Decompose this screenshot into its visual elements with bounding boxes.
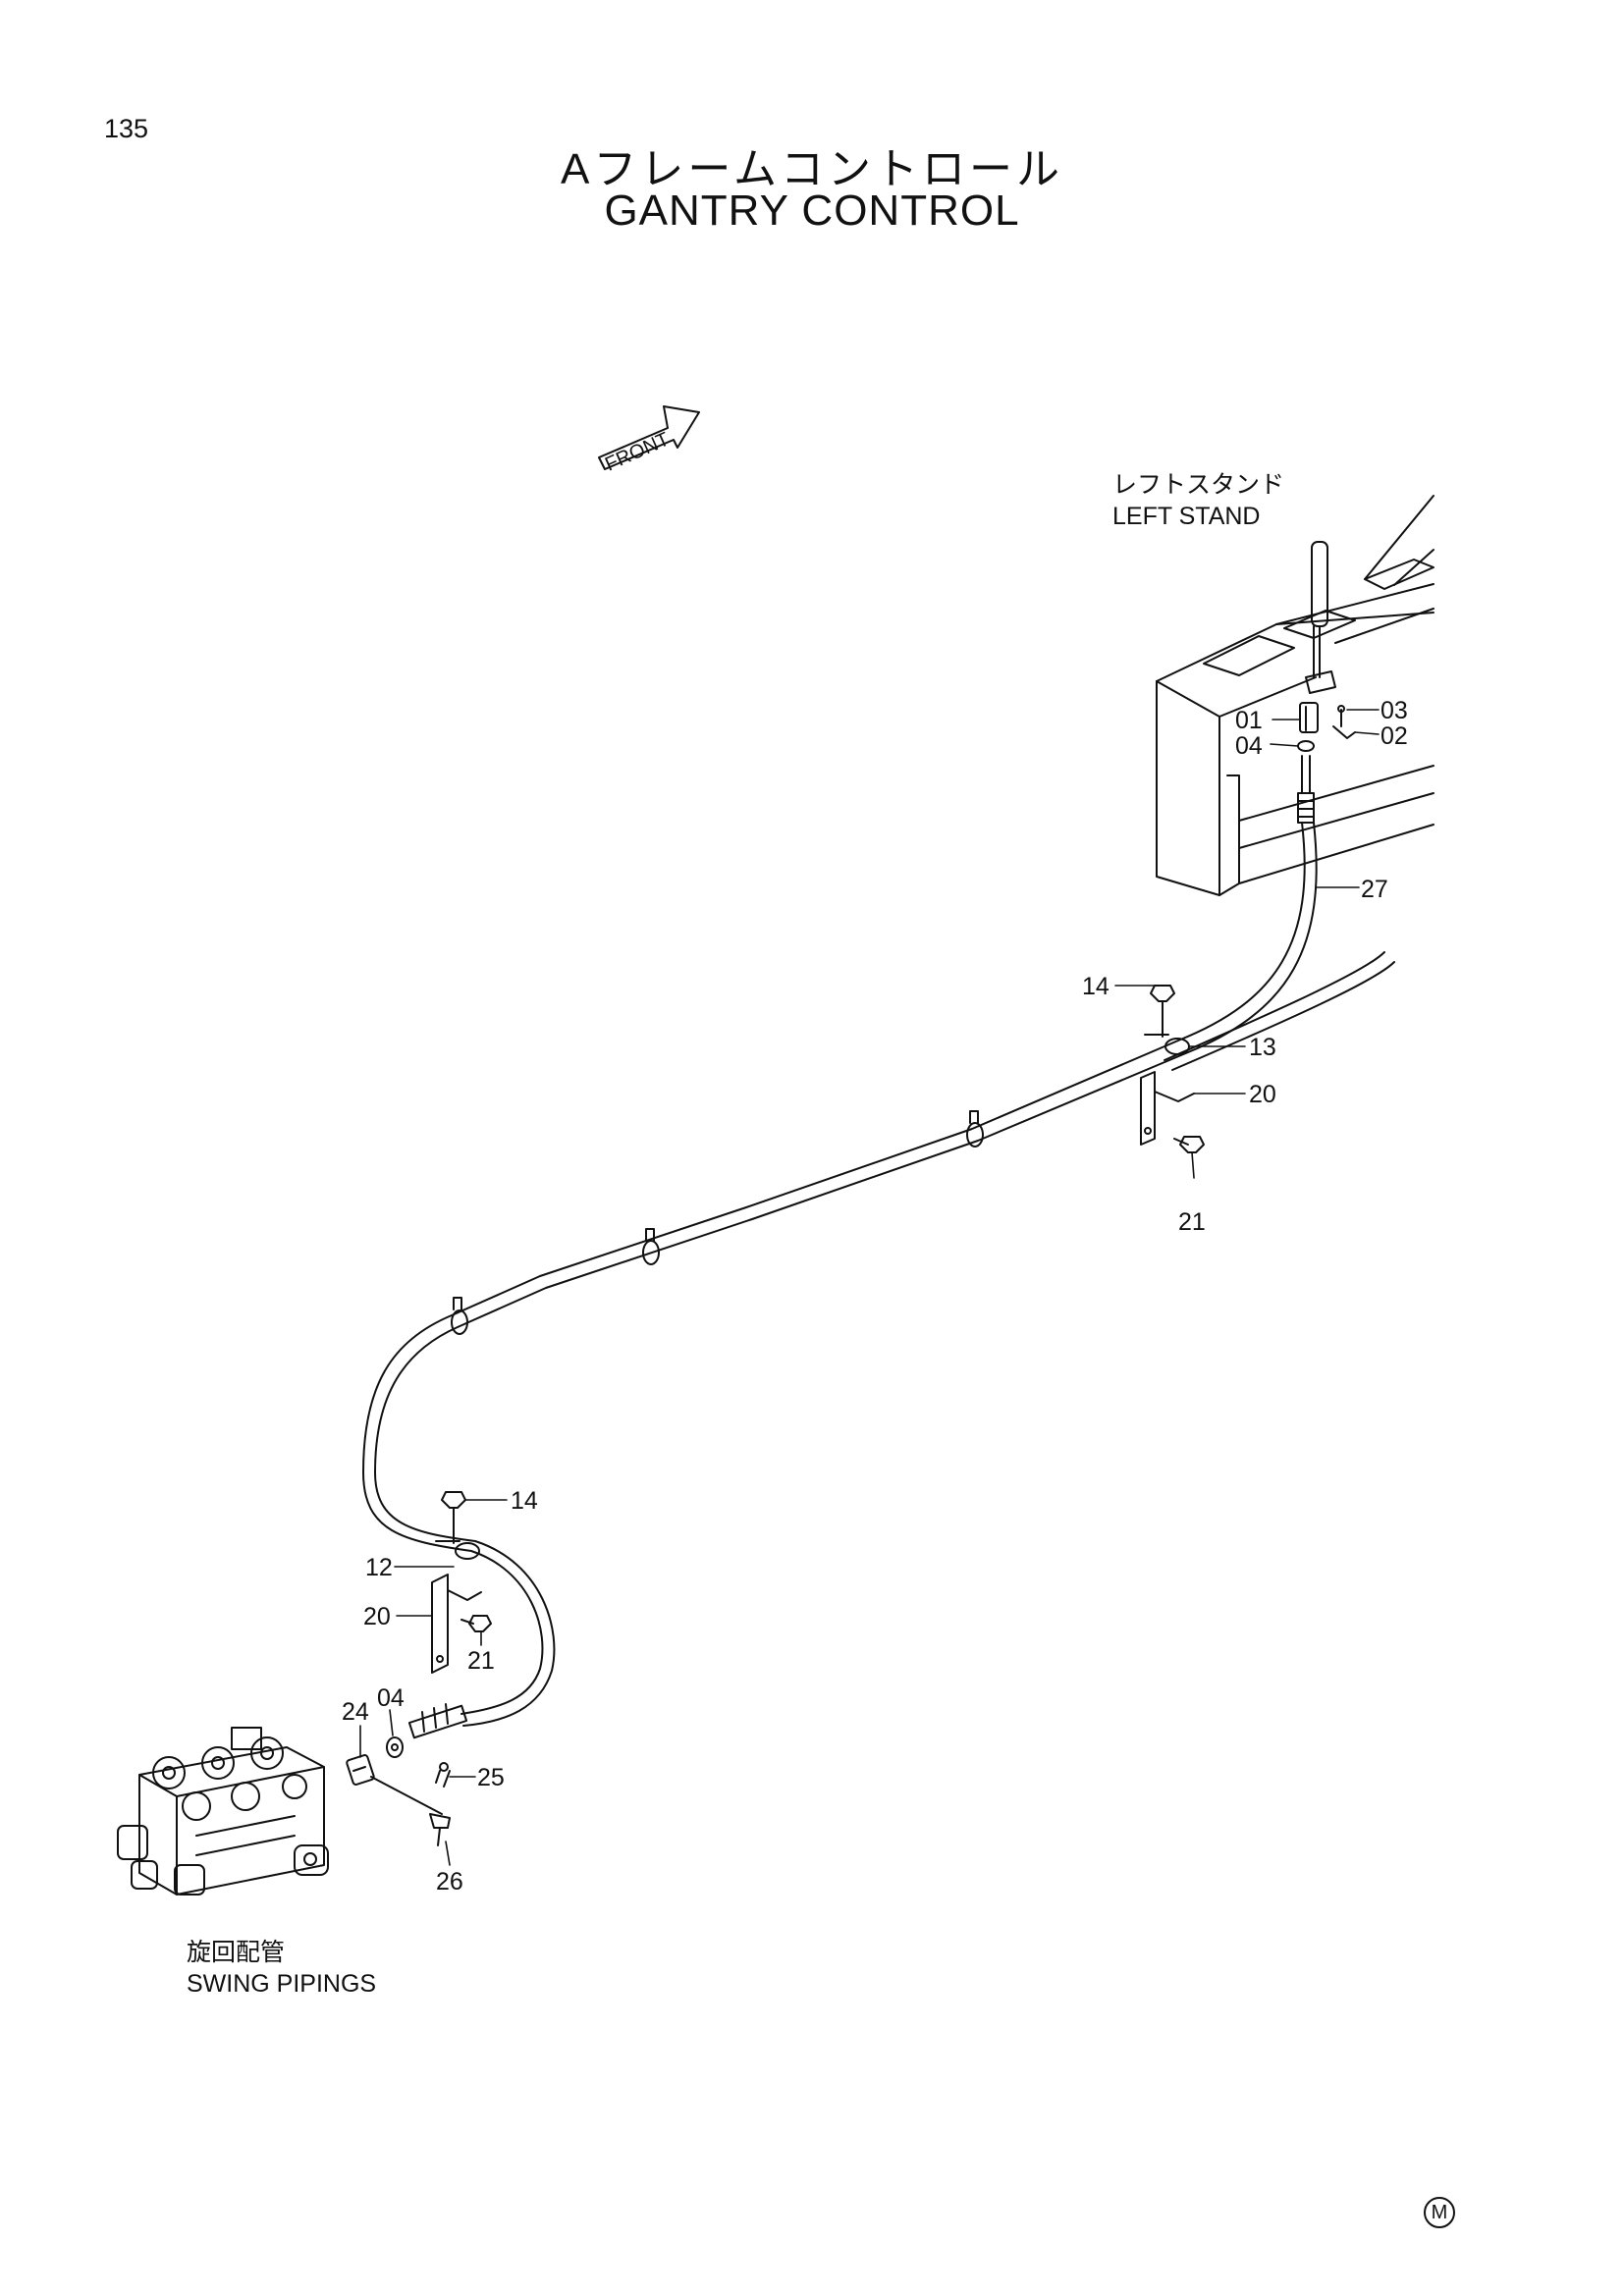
swing-pipings-label-jp: 旋回配管: [187, 1939, 286, 1966]
control-cable: [362, 822, 1318, 1727]
left-stand-label-en: LEFT STAND: [1112, 503, 1261, 530]
callout-14-top: 14: [1082, 973, 1110, 1000]
valve-end-assembly: [346, 1703, 468, 1846]
callout-20-bottom: 20: [363, 1603, 391, 1630]
callout-14-bottom: 14: [511, 1487, 538, 1515]
left-stand-console: [1156, 495, 1435, 896]
cable-clamps: [451, 1110, 984, 1335]
title-english: GANTRY CONTROL: [604, 187, 1020, 235]
swing-pipings-caption: 旋回配管 SWING PIPINGS: [187, 1937, 376, 2000]
front-arrow-label: FRONT: [602, 428, 673, 475]
callout-21-top: 21: [1178, 1208, 1206, 1236]
page-number: 135: [104, 114, 149, 143]
callout-04-bottom: 04: [377, 1684, 405, 1712]
callout-21-bottom: 21: [467, 1647, 495, 1675]
control-lever: [1305, 541, 1336, 694]
upper-clamp-bracket: [1140, 985, 1205, 1153]
leader-lines: [359, 709, 1380, 1866]
callout-04-top: 04: [1235, 732, 1263, 760]
part-callouts: 01 03 02 04 27 14 13 20 21 14 12 20 21 2…: [342, 697, 1408, 1896]
callout-24: 24: [342, 1698, 369, 1726]
swing-pipings-label-en: SWING PIPINGS: [187, 1970, 377, 1998]
adjacent-hoses: [1164, 951, 1395, 1071]
lower-clamp-bracket: [431, 1491, 492, 1674]
callout-13: 13: [1249, 1034, 1276, 1061]
left-stand-label-jp: レフトスタンド: [1112, 471, 1285, 499]
callout-02: 02: [1380, 722, 1408, 750]
lever-clevis-assembly: [1297, 702, 1356, 824]
callout-12: 12: [365, 1554, 393, 1581]
title-japanese: Aフレームコントロール: [560, 145, 1064, 193]
front-arrow-icon: FRONT: [598, 405, 700, 476]
callout-01: 01: [1235, 707, 1263, 734]
manufacturer-mark: M: [1424, 2197, 1455, 2228]
callout-25: 25: [477, 1764, 505, 1791]
callout-20-top: 20: [1249, 1081, 1276, 1108]
left-stand-caption: レフトスタンド LEFT STAND: [1112, 469, 1284, 532]
callout-27: 27: [1361, 876, 1388, 903]
callout-03: 03: [1380, 697, 1408, 724]
control-valve-body: [117, 1727, 329, 1896]
callout-26: 26: [436, 1868, 463, 1896]
